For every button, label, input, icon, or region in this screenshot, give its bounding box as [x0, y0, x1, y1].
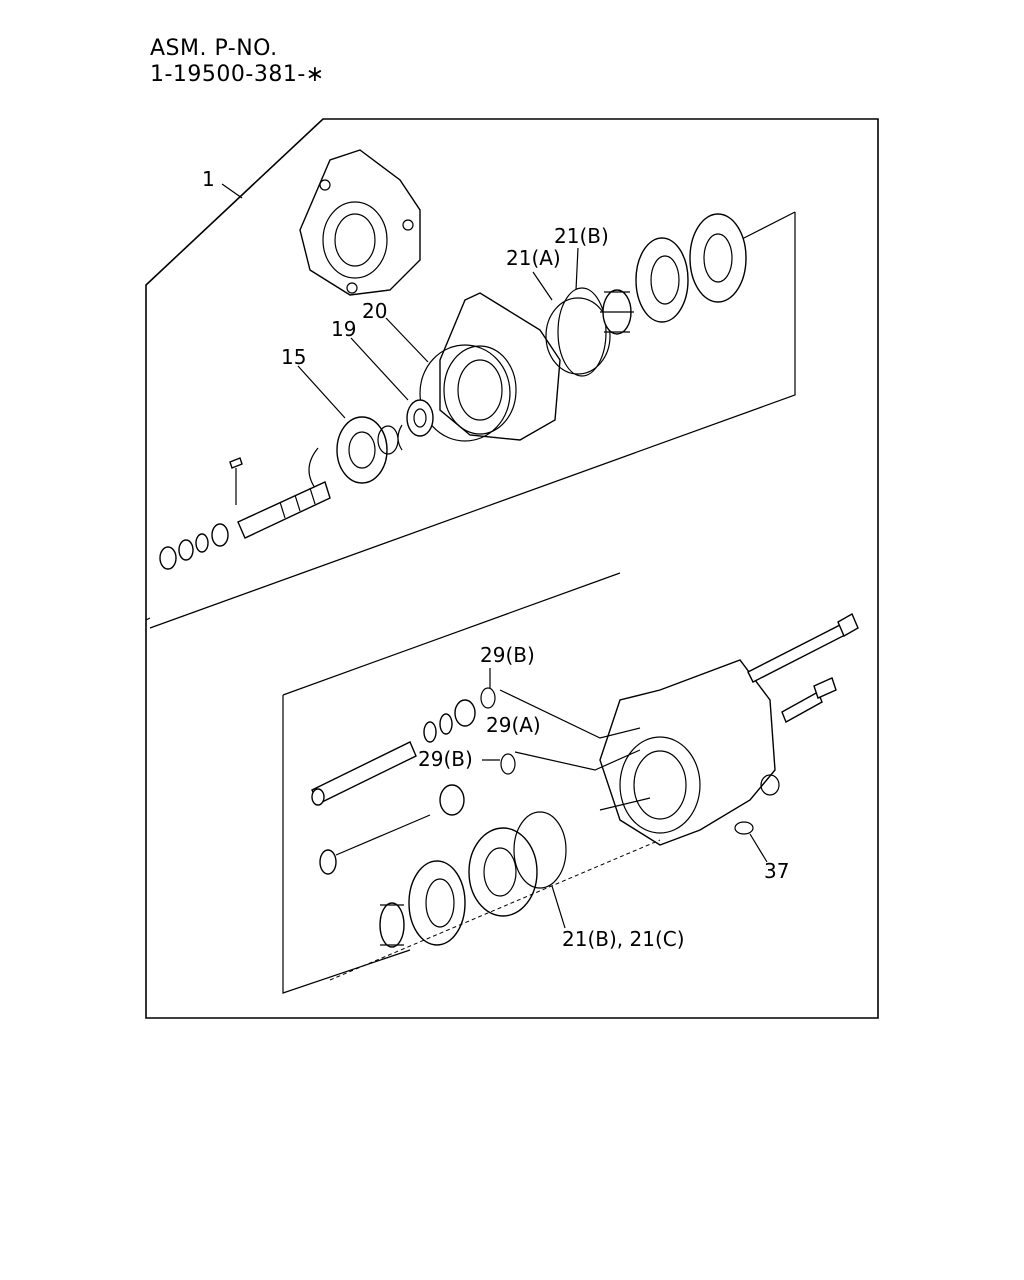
rear-housing	[599, 659, 780, 846]
short-bolt	[781, 677, 837, 723]
rotor	[600, 289, 634, 335]
leader-19	[350, 337, 409, 401]
o-ring-37	[734, 821, 754, 835]
long-bolt	[747, 613, 859, 683]
callout-29b-top: 29(B)	[480, 643, 535, 667]
valve-spring-set-lower	[319, 784, 465, 875]
upper-group-top-line	[739, 211, 796, 241]
callout-29a: 29(A)	[486, 713, 541, 737]
o-ring-21b-top	[557, 287, 607, 377]
callout-21b-top: 21(B)	[554, 224, 609, 248]
dowel-pin	[599, 797, 651, 811]
leader-1	[221, 183, 243, 199]
flow-control-valve	[311, 741, 417, 806]
callout-21bc: 21(B), 21(C)	[562, 927, 685, 951]
callout-15: 15	[281, 345, 306, 369]
leader-20	[385, 317, 429, 363]
woodruff-key	[229, 457, 243, 469]
o-ring-21bc	[513, 811, 567, 889]
leader-29b-mid	[482, 749, 641, 771]
rotor-lower	[379, 902, 405, 948]
cam-ring	[635, 237, 689, 323]
o-ring-29b-lower	[500, 753, 516, 775]
pump-body	[439, 292, 561, 441]
leader-37	[749, 833, 768, 863]
leader-21a	[532, 271, 553, 301]
cam-ring-lower	[408, 860, 466, 946]
shaft-nut-and-washers	[159, 523, 229, 570]
cover-plate-lower	[468, 827, 538, 917]
lower-group-boundary	[282, 572, 621, 994]
assembly-part-number-label: ASM. P-NO.	[150, 36, 278, 61]
leader-21bc	[551, 885, 566, 929]
callout-1: 1	[202, 167, 215, 191]
leader-21b-top	[575, 247, 579, 291]
leader-29a	[499, 689, 641, 739]
upper-group-boundary	[145, 212, 796, 629]
o-ring-21a	[545, 297, 611, 375]
callout-19: 19	[331, 317, 356, 341]
o-ring-20	[419, 344, 511, 442]
o-ring-29b-upper	[480, 687, 496, 709]
callout-21a: 21(A)	[506, 246, 561, 270]
drive-shaft	[237, 481, 331, 539]
snap-ring-19	[406, 399, 434, 437]
retaining-clip-small	[397, 424, 403, 451]
leader-15	[297, 365, 346, 419]
centerline-lower	[329, 839, 661, 981]
bearing-15	[336, 416, 399, 484]
valve-spring-set-upper	[423, 699, 476, 743]
flange-housing	[299, 149, 421, 296]
assembly-part-number-value: 1-19500-381-∗	[150, 62, 325, 87]
diagram-frame	[145, 118, 879, 1019]
side-plate	[689, 213, 747, 303]
callout-20: 20	[362, 299, 387, 323]
callout-29b-mid: 29(B)	[418, 747, 473, 771]
callout-37: 37	[764, 859, 789, 883]
